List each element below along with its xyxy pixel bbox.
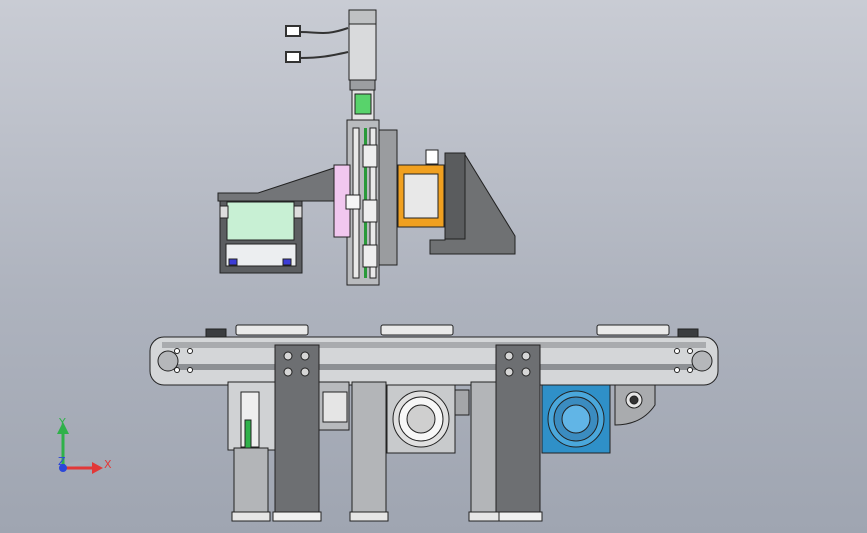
- leg-left: [233, 447, 269, 522]
- post-right: [495, 344, 541, 522]
- x-axis-label: X: [104, 458, 112, 471]
- post-left: [274, 344, 320, 522]
- leg-center-right: [470, 381, 498, 522]
- motor-cables: [285, 25, 349, 63]
- conveyor-assembly: [149, 324, 719, 522]
- y-axis-label: Y: [58, 416, 66, 429]
- gripper-arm: [217, 167, 335, 202]
- leg-center-left: [351, 381, 387, 522]
- z-axis-label: Z: [58, 455, 66, 468]
- upper-assembly: [217, 9, 516, 286]
- axis-triad: Y X Z: [57, 416, 112, 474]
- z-axis-dot: [59, 464, 67, 472]
